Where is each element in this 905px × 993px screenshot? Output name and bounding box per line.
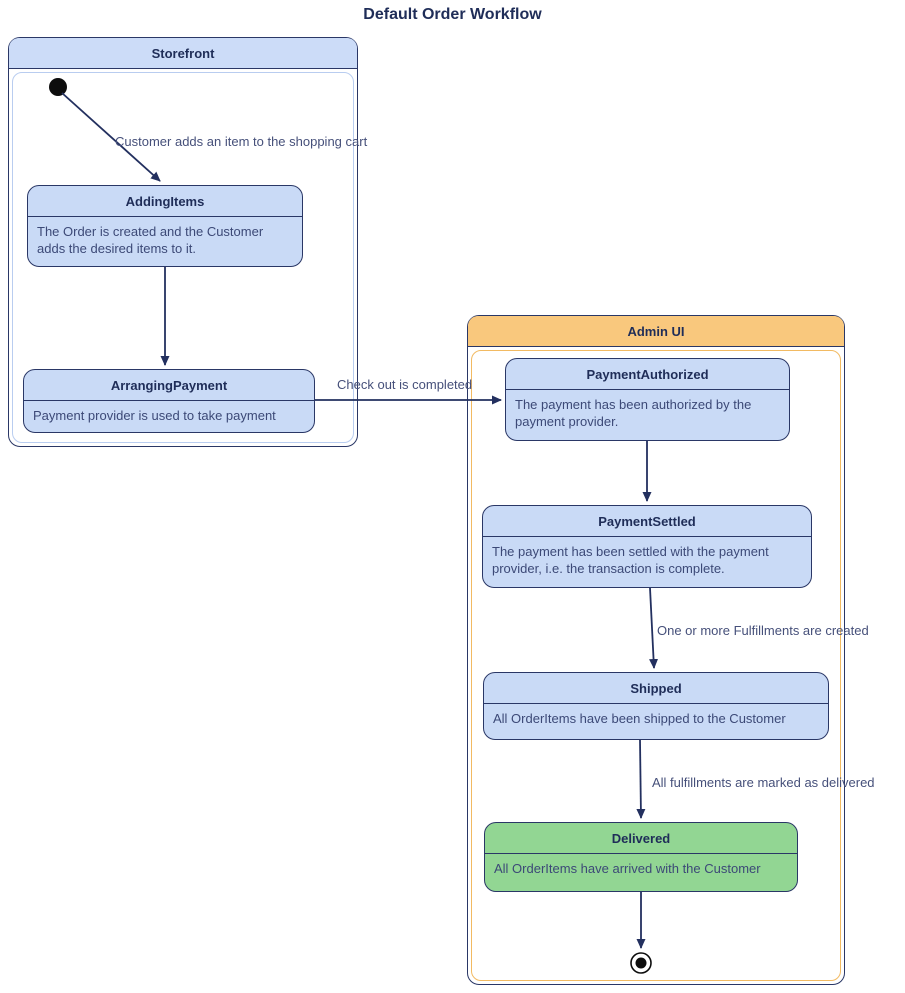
state-arranging-payment-title: ArrangingPayment — [24, 370, 314, 401]
state-delivered-title: Delivered — [485, 823, 797, 854]
state-payment-settled-description: The payment has been settled with the pa… — [492, 544, 769, 576]
state-shipped-title: Shipped — [484, 673, 828, 704]
state-payment-settled: PaymentSettled The payment has been sett… — [482, 505, 812, 588]
state-arranging-payment-description: Payment provider is used to take payment — [33, 408, 276, 423]
container-admin-ui-title: Admin UI — [468, 316, 844, 347]
state-adding-items-description: The Order is created and the Customer ad… — [37, 224, 264, 256]
state-payment-settled-title: PaymentSettled — [483, 506, 811, 537]
diagram-title: Default Order Workflow — [363, 6, 542, 23]
state-payment-authorized-description: The payment has been authorized by the p… — [515, 397, 752, 429]
state-delivered: Delivered All OrderItems have arrived wi… — [484, 822, 798, 892]
transition-label-fulfillments-created: One or more Fulfillments are created — [657, 623, 869, 638]
state-arranging-payment: ArrangingPayment Payment provider is use… — [23, 369, 315, 433]
state-payment-authorized: PaymentAuthorized The payment has been a… — [505, 358, 790, 441]
transition-label-add-item: Customer adds an item to the shopping ca… — [115, 134, 368, 149]
container-storefront-title: Storefront — [9, 38, 357, 69]
transition-label-checkout: Check out is completed — [337, 377, 473, 392]
state-payment-authorized-title: PaymentAuthorized — [506, 359, 789, 390]
state-shipped-description: All OrderItems have been shipped to the … — [493, 711, 786, 726]
state-adding-items-title: AddingItems — [28, 186, 302, 217]
state-delivered-description: All OrderItems have arrived with the Cus… — [494, 861, 761, 876]
transition-label-marked-delivered: All fulfillments are marked as delivered — [652, 775, 875, 790]
state-shipped: Shipped All OrderItems have been shipped… — [483, 672, 829, 740]
state-adding-items: AddingItems The Order is created and the… — [27, 185, 303, 267]
